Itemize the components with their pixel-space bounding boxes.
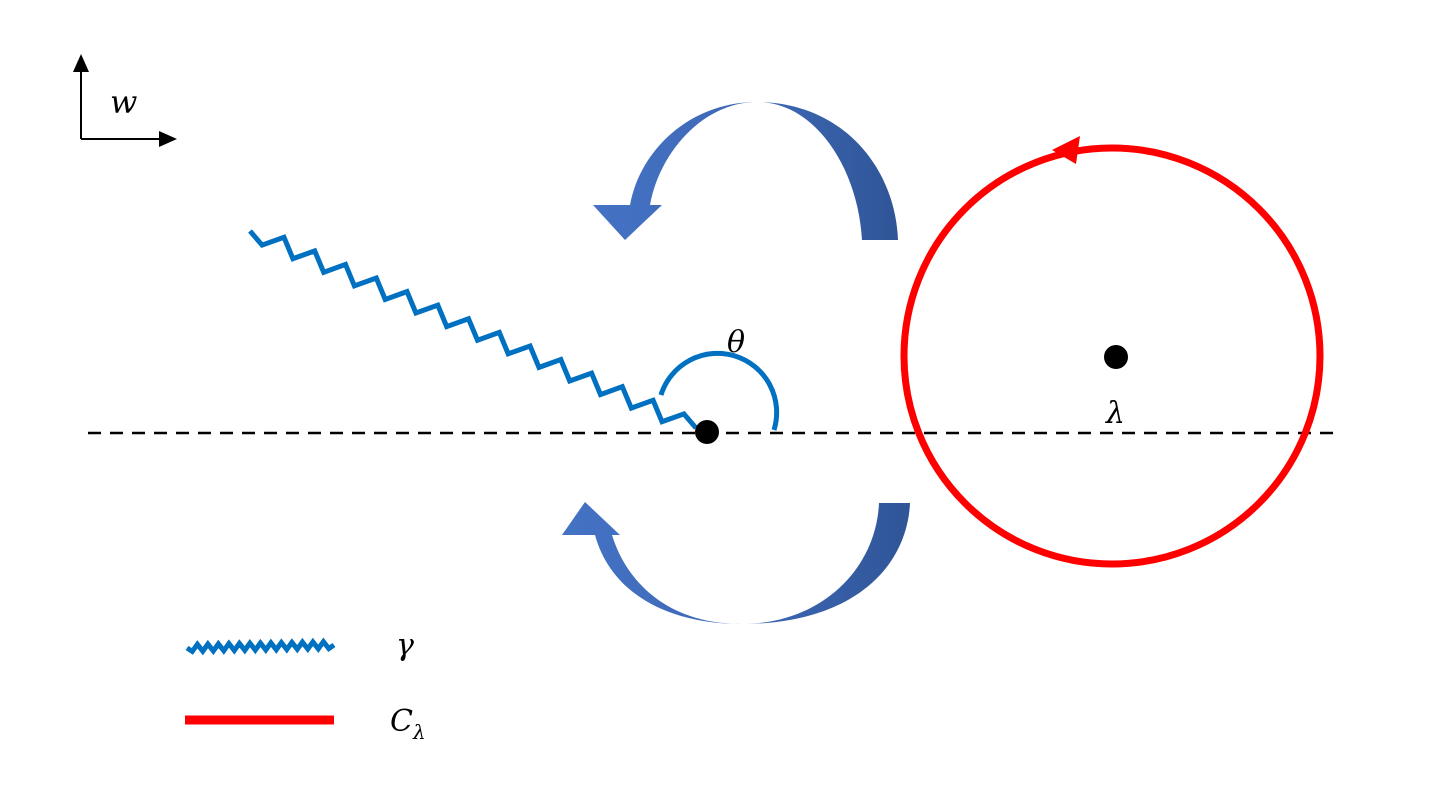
angle-label: θ — [727, 325, 745, 360]
angle-arc — [658, 350, 780, 431]
branch-cut-zigzag — [248, 229, 698, 430]
point-label: λ — [1105, 396, 1125, 431]
axes-corner-icon — [73, 54, 177, 147]
legend-contour-sub: λ — [412, 720, 426, 744]
curved-arrow-ccw-icon — [562, 502, 910, 624]
legend-contour-main: C — [390, 704, 413, 739]
contour-circle — [900, 144, 1324, 568]
arrowhead-left-icon — [1052, 136, 1080, 164]
curved-arrow-ccw-icon — [593, 102, 898, 240]
legend-contour-label: Cλ — [390, 704, 426, 744]
legend: γ Cλ — [185, 628, 426, 744]
legend-cut-swatch — [185, 637, 336, 656]
plane-label: w — [110, 83, 137, 121]
legend-cut-label: γ — [396, 628, 414, 663]
branch-point — [695, 420, 719, 444]
lambda-point — [1104, 345, 1128, 369]
